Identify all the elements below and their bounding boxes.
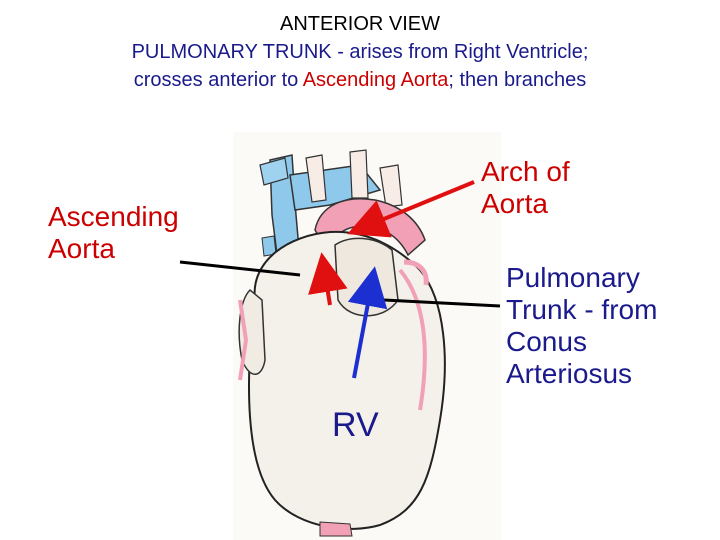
left-subclavian (379, 164, 403, 208)
ascending-aorta-arrow (308, 252, 348, 306)
label-ascending-aorta-line-1: Ascending (48, 201, 179, 232)
label-pulm-line-4: Arteriosus (506, 358, 633, 389)
title-ascending-aorta: Ascending Aorta (302, 69, 449, 91)
label-arch-line-2: Aorta (481, 188, 548, 219)
arch-arrow (347, 180, 475, 238)
label-arch-line-1: Arch of (481, 156, 570, 187)
label-pulm-line-1: Pulmonary (506, 262, 640, 293)
label-pulmonary-trunk: Pulmonary Trunk - from Conus Arteriosus (506, 262, 657, 390)
title-line-3-end: ; then branches (448, 69, 587, 91)
right-coronary-artery (238, 299, 249, 381)
title-line-3: crosses anterior to Ascending Aorta; the… (0, 66, 720, 94)
label-rv: RV (332, 406, 379, 444)
label-ascending-aorta: Ascending Aorta (48, 201, 179, 265)
left-atrial-appendage (403, 259, 429, 286)
label-ascending-aorta-line-2: Aorta (48, 233, 115, 264)
left-common-carotid (349, 149, 369, 199)
label-pulm-line-2: Trunk - from (506, 294, 658, 325)
coronary-artery (398, 268, 427, 411)
label-pulm-line-3: Conus (506, 326, 587, 357)
heart-body (248, 230, 446, 530)
title-line-1: ANTERIOR VIEW (279, 13, 440, 35)
title-line-2: PULMONARY TRUNK - arises from Right Vent… (131, 41, 589, 63)
pulmonary-trunk-leader (383, 298, 501, 308)
brachiocephalic-artery (305, 154, 327, 203)
label-arch-of-aorta: Arch of Aorta (481, 156, 570, 220)
brachiocephalic-vein (259, 157, 289, 186)
inferior-vessel (319, 521, 353, 537)
ascending-aorta-leader (179, 260, 301, 277)
title-line-3-start: crosses anterior to (133, 69, 303, 91)
rv-arrow (347, 266, 388, 379)
